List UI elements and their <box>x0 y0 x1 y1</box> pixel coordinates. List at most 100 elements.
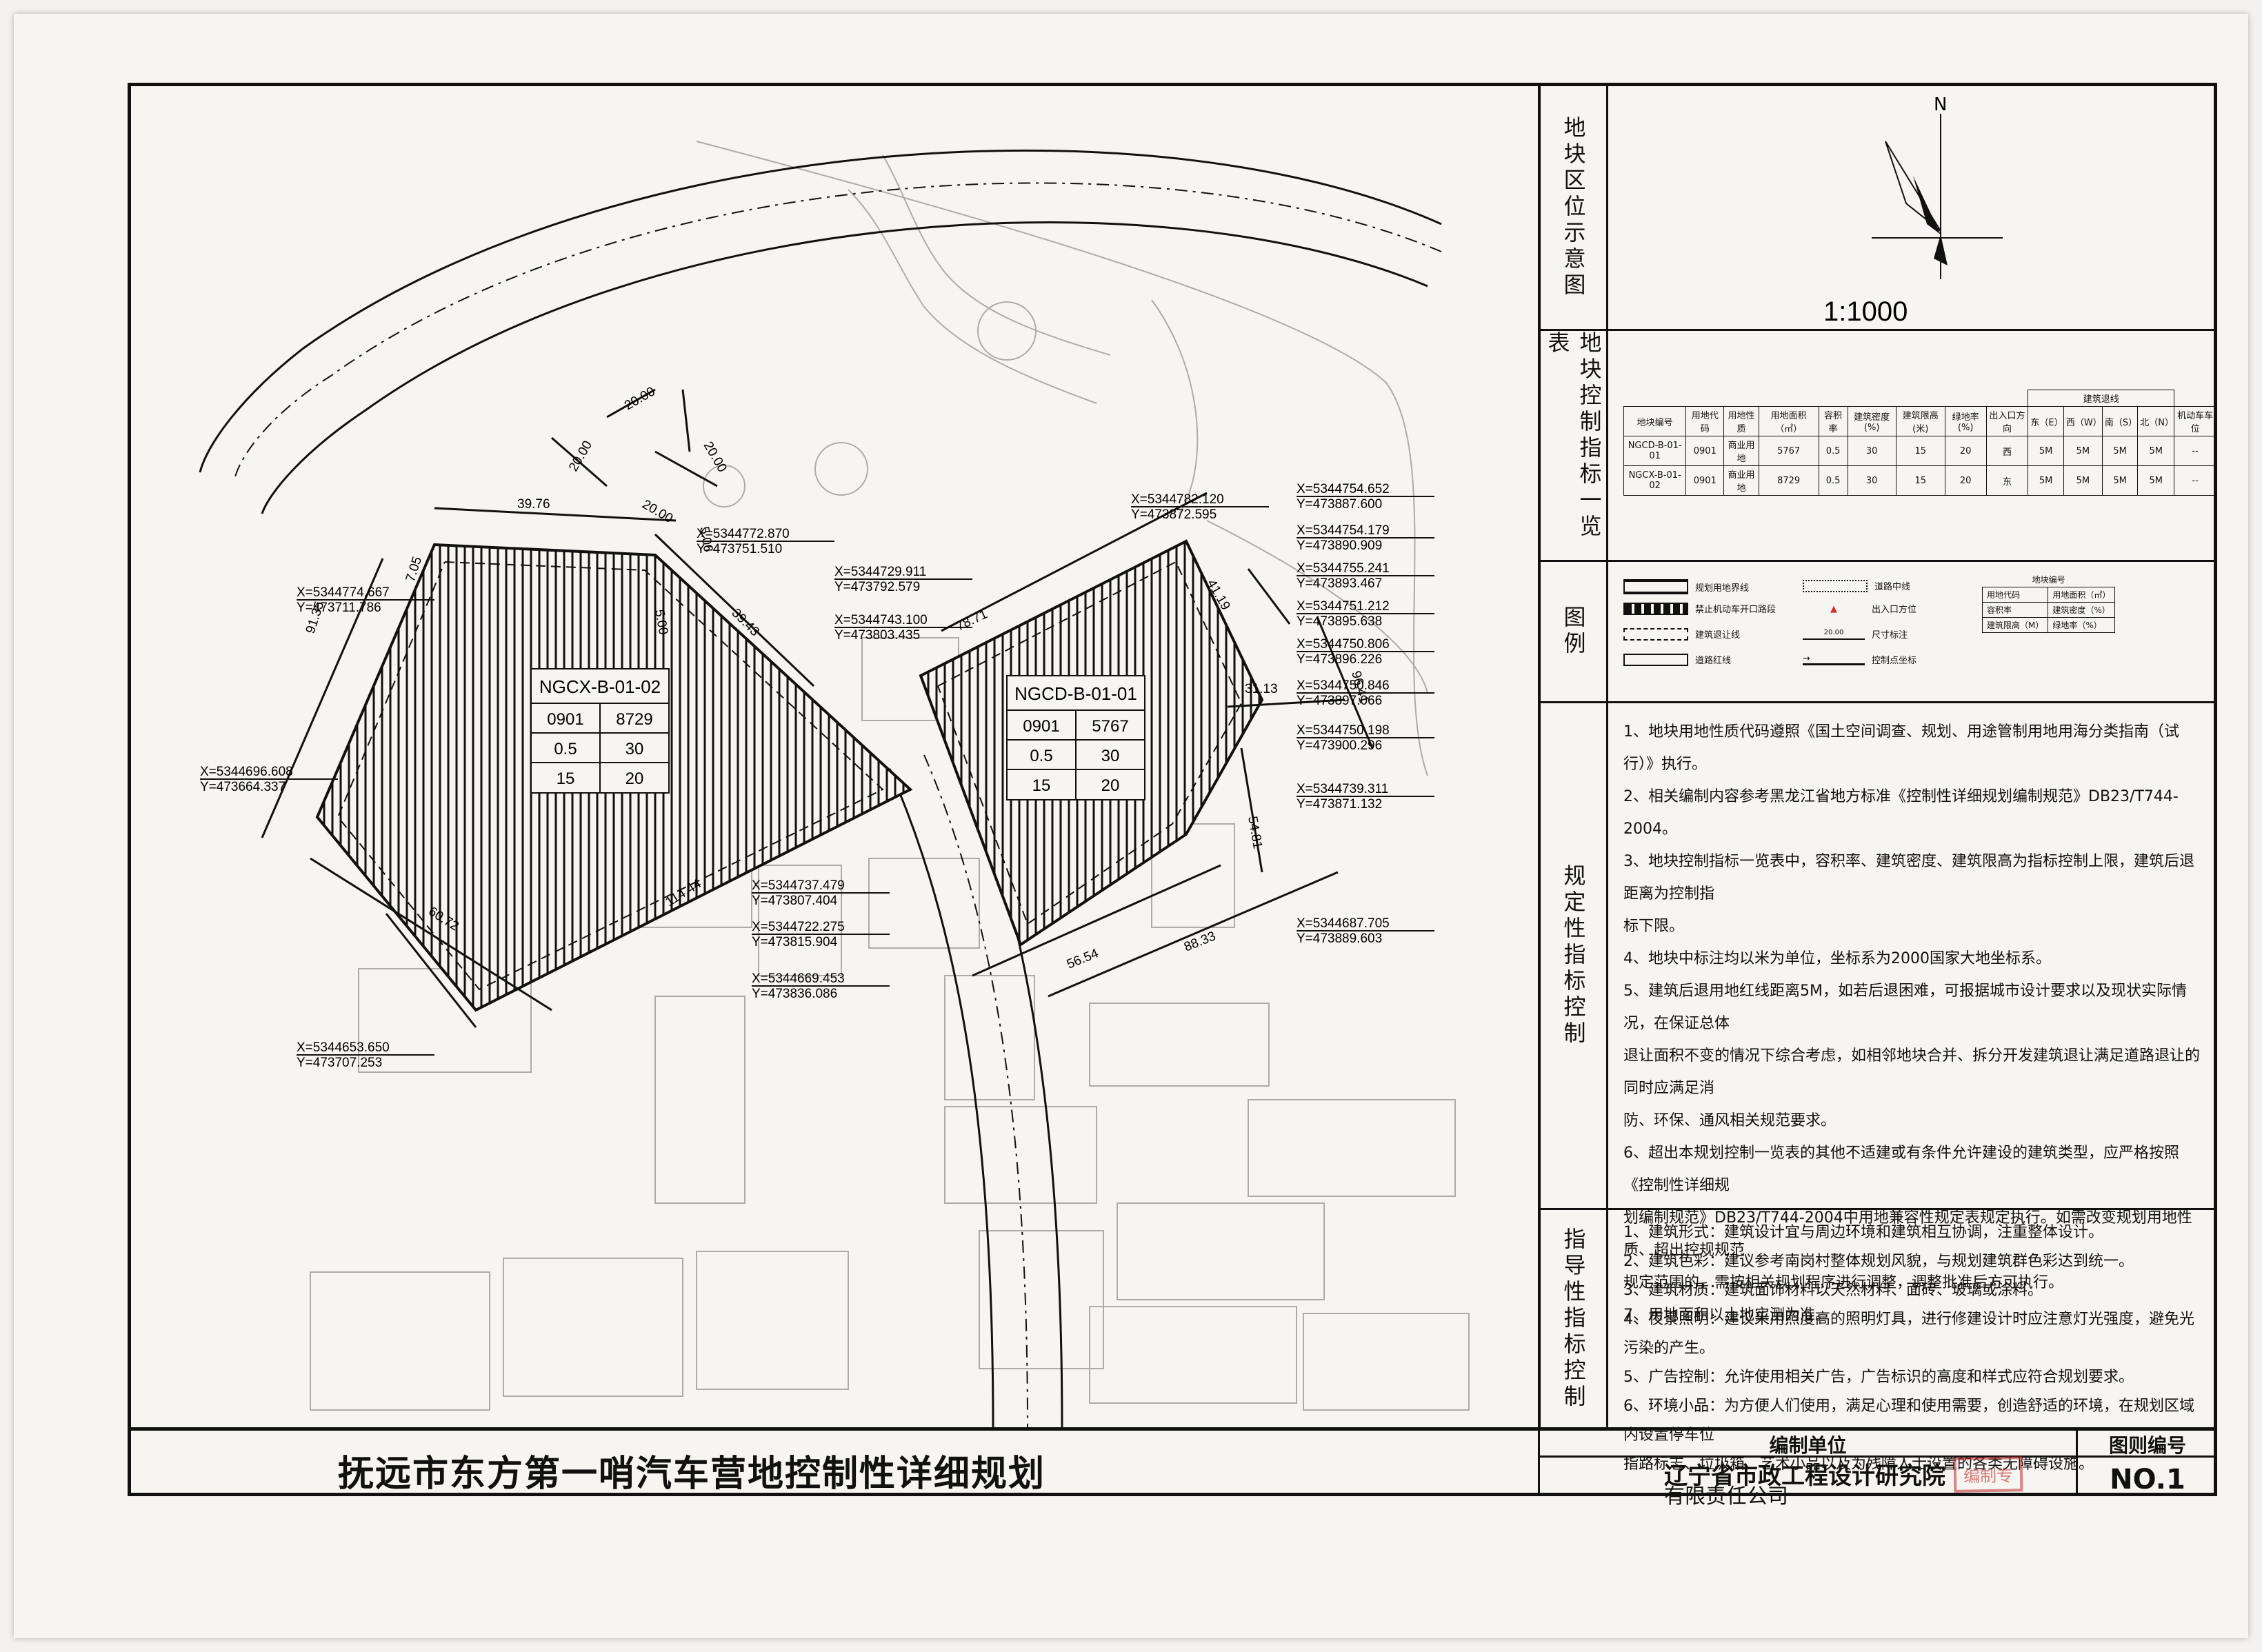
table-cell: 商业用地 <box>1723 465 1759 496</box>
table-cell: 0.5 <box>1818 436 1848 466</box>
right-panel: 地块区位示意图 N 1:1000 地块控制指标一览表 <box>1538 86 2217 1473</box>
table-cell: NGCD-B-01-01 <box>1623 436 1687 466</box>
coordinate-y: Y=473707.253 <box>297 1056 382 1070</box>
svg-text:56.54: 56.54 <box>1065 946 1101 971</box>
coordinate-y: Y=473893.467 <box>1297 576 1382 591</box>
coordinate-x: X=5344755.241 <box>1297 561 1390 576</box>
coordinate-y: Y=473896.226 <box>1297 652 1382 667</box>
svg-text:0901: 0901 <box>547 710 583 729</box>
table-cell: 5M <box>2063 436 2103 466</box>
drawing-number: NO.1 <box>2110 1464 2185 1495</box>
coordinate-y: Y=473887.600 <box>1297 497 1382 512</box>
drawing-no-label: 图则编号 <box>2078 1431 2217 1458</box>
table-cell: -- <box>2174 465 2216 496</box>
table-cell: 8729 <box>1758 465 1819 496</box>
index-table-header: 机动车车位 <box>2174 406 2216 436</box>
coordinate-y: Y=473897.066 <box>1297 694 1382 708</box>
table-cell: 30 <box>1847 465 1896 496</box>
mandatory-note: 退让面积不变的情况下综合考虑，如相邻地块合并、拆分开发建筑退让满足道路退让的同时… <box>1623 1047 2201 1097</box>
coordinate-x: X=5344743.100 <box>834 613 928 627</box>
coordinate-y: Y=473792.579 <box>834 580 920 594</box>
table-cell: 5M <box>2028 465 2064 496</box>
location-row: 地块区位示意图 N 1:1000 <box>1541 86 2217 331</box>
svg-text:20.00: 20.00 <box>701 439 730 475</box>
parcel-east-id: NGCD-B-01-01 <box>1014 683 1137 704</box>
mandatory-label: 规定性指标控制 <box>1541 703 1608 1208</box>
index-table-header: 地块编号 <box>1623 406 1687 436</box>
coordinate-y: Y=473895.638 <box>1297 614 1382 629</box>
table-cell: 东 <box>1985 465 2029 496</box>
svg-text:30: 30 <box>625 740 644 758</box>
coordinate-y: Y=473872.595 <box>1131 507 1217 522</box>
coordinate-y: Y=473890.909 <box>1297 538 1382 553</box>
index-table-header: 用地面积（㎡） <box>1758 406 1819 436</box>
coordinate-labels: X=5344774.667Y=473711.786X=5344772.870Y=… <box>200 482 1434 1070</box>
svg-text:0901: 0901 <box>1023 717 1059 736</box>
index-table-header: 用地代码 <box>1685 406 1725 436</box>
guidance-row: 指导性指标控制 1、建筑形式：建筑设计宜与周边环境和建筑相互协调，注重整体设计。… <box>1541 1210 2217 1473</box>
table-cell: 20 <box>1944 465 1987 496</box>
coordinate-y: Y=473900.296 <box>1297 738 1382 753</box>
coordinate-x: X=5344669.453 <box>752 971 845 986</box>
svg-text:15: 15 <box>557 769 575 788</box>
drawing-title: 抚远市东方第一哨汽车营地控制性详细规划 <box>338 1453 1046 1495</box>
svg-text:20.00: 20.00 <box>622 384 658 413</box>
legend-item: 禁止机动车开口路段 <box>1623 602 1776 615</box>
table-cell: 30 <box>1847 436 1896 466</box>
legend-item: 道路中线 <box>1803 579 1910 592</box>
mandatory-note: 7、用地面积以土地实测为准。 <box>1623 1307 1830 1324</box>
table-cell: 商业用地 <box>1723 436 1759 466</box>
table-cell: 5M <box>2101 436 2139 466</box>
table-cell: 5M <box>2137 465 2175 496</box>
compiler-name: 辽宁省市政工程设计研究院 <box>1664 1462 1945 1490</box>
indicators-label: 地块控制指标一览表 <box>1541 331 1608 560</box>
svg-text:20: 20 <box>1101 776 1120 795</box>
svg-text:15: 15 <box>1032 776 1051 795</box>
mandatory-note: 6、超出本规划控制一览表的其他不适建或有条件允许建设的建筑类型，应严格按照《控制… <box>1623 1145 2179 1194</box>
mandatory-notes: 1、地块用地性质代码遵照《国土空间调查、规划、用途管制用地用海分类指南（试行）》… <box>1610 703 2217 1331</box>
table-cell: 15 <box>1895 436 1945 466</box>
legend-item: 规划用地界线 <box>1623 579 1749 594</box>
mandatory-note: 5、建筑后退用地红线距离5M，如若后退困难，可报据城市设计要求以及现状实际情况，… <box>1623 983 2187 1032</box>
coordinate-x: X=5344754.652 <box>1297 482 1390 496</box>
guidance-note: 3、建筑材质：建筑面饰材料以天然材料、面砖、玻璃或涂料。 <box>1623 1282 2043 1299</box>
coordinate-x: X=5344751.212 <box>1297 599 1390 614</box>
guidance-note: 1、建筑形式：建筑设计宜与周边环境和建筑相互协调，注重整体设计。 <box>1623 1224 2103 1241</box>
coordinate-x: X=5344737.479 <box>752 878 845 893</box>
legend-key-table: 地块编号 用地代码用地面积（㎡） 容积率建筑密度（%） 建筑限高（M）绿地率（%… <box>1981 572 2116 633</box>
coordinate-y: Y=473711.786 <box>297 601 381 615</box>
coordinate-x: X=5344687.705 <box>1297 916 1390 931</box>
guidance-note: 5、广告控制：允许使用相关广告，广告标识的高度和样式应符合规划要求。 <box>1623 1369 2134 1386</box>
index-table-header: 西（W） <box>2063 406 2103 436</box>
coordinate-x: X=5344782.120 <box>1131 492 1224 507</box>
svg-text:8729: 8729 <box>616 710 652 729</box>
svg-text:30: 30 <box>1101 747 1120 765</box>
parcel-label-west: NGCX-B-01-02 0901 8729 0.5 30 15 20 <box>530 668 670 794</box>
svg-text:N: N <box>1934 94 1947 115</box>
title-block: 抚远市东方第一哨汽车营地控制性详细规划 编制单位 辽宁省市政工程设计研究院 有限… <box>131 1427 2217 1509</box>
table-cell: -- <box>2174 436 2216 466</box>
guidance-note: 4、夜景照明：建议采用照度高的照明灯具，进行修建设计时应注意灯光强度，避免光污染… <box>1623 1311 2194 1357</box>
compiler-label: 编制单位 <box>1540 1431 2076 1458</box>
table-cell: 0.5 <box>1818 465 1848 496</box>
index-table-header: 建筑限高(米) <box>1895 406 1945 436</box>
mandatory-note: 防、环保、通风相关规范要求。 <box>1623 1112 1836 1129</box>
table-cell: 5M <box>2028 436 2064 466</box>
dimension-lines <box>261 388 1374 1028</box>
indicators-row: 地块控制指标一览表 建筑退线地块编号用地代码用地性质用地面积（㎡）容积率建筑密度… <box>1541 331 2217 562</box>
mandatory-note: 4、地块中标注均以米为单位，坐标系为2000国家大地坐标系。 <box>1623 950 2051 967</box>
svg-text:5767: 5767 <box>1092 717 1128 736</box>
table-cell: 0901 <box>1685 436 1725 466</box>
legend-item: ▲出入口方位 <box>1830 603 1917 616</box>
building-line-group-label: 建筑退线 <box>2028 390 2175 407</box>
coordinate-y: Y=473836.086 <box>752 987 837 1001</box>
mandatory-note: 2、相关编制内容参考黑龙江省地方标准《控制性详细规划编制规范》DB23/T744… <box>1623 788 2179 838</box>
coordinate-y: Y=473803.435 <box>834 628 920 643</box>
svg-text:0.5: 0.5 <box>1030 747 1052 765</box>
table-cell: 15 <box>1895 465 1945 496</box>
table-cell: 5M <box>2063 465 2103 496</box>
coordinate-y: Y=473889.603 <box>1297 931 1382 946</box>
svg-text:0.5: 0.5 <box>554 740 577 758</box>
